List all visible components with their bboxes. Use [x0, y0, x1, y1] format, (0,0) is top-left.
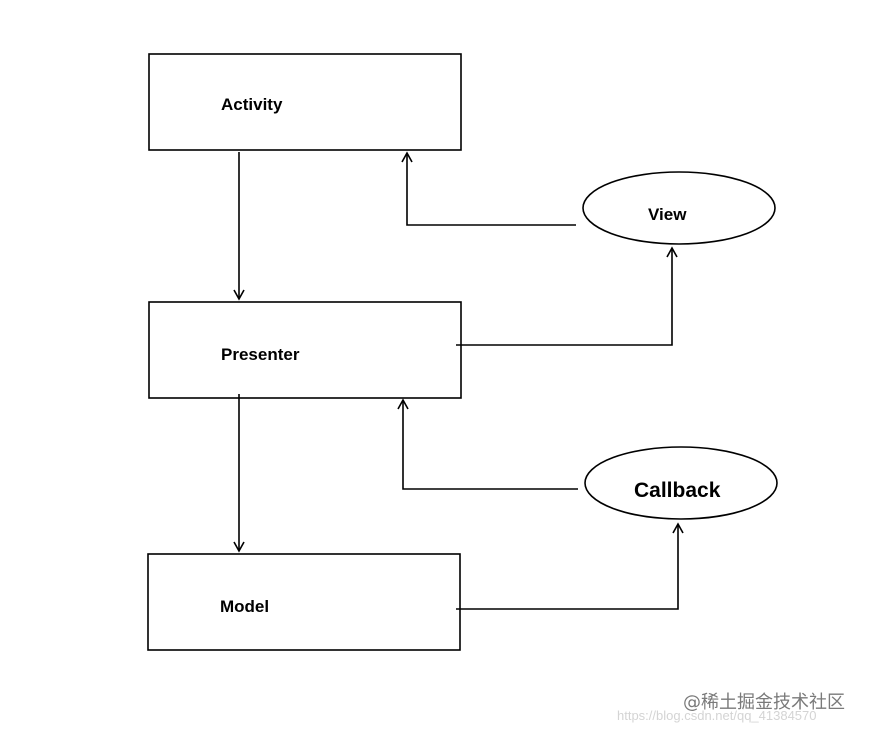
callback-ellipse: [584, 446, 778, 520]
presenter-node: Presenter: [148, 301, 462, 399]
arrow-presenter-to-view: [456, 246, 678, 346]
watermark-text: @稀土掘金技术社区: [683, 692, 845, 713]
view-node: View: [582, 171, 776, 245]
view-label: View: [648, 205, 687, 224]
model-box: [147, 553, 461, 651]
arrow-model-to-callback: [456, 522, 684, 610]
model-label: Model: [220, 597, 269, 616]
activity-box: [148, 53, 462, 151]
presenter-box: [148, 301, 462, 399]
activity-node: Activity: [148, 53, 462, 151]
model-node: Model: [147, 553, 461, 651]
callback-label: Callback: [634, 479, 721, 502]
activity-label: Activity: [221, 95, 283, 114]
presenter-label: Presenter: [221, 345, 300, 364]
arrow-view-to-activity: [401, 151, 576, 226]
watermark-url: https://blog.csdn.net/qq_41384570: [617, 708, 817, 723]
callback-node: Callback: [584, 446, 778, 520]
arrow-callback-to-presenter: [397, 398, 578, 490]
view-ellipse: [582, 171, 776, 245]
